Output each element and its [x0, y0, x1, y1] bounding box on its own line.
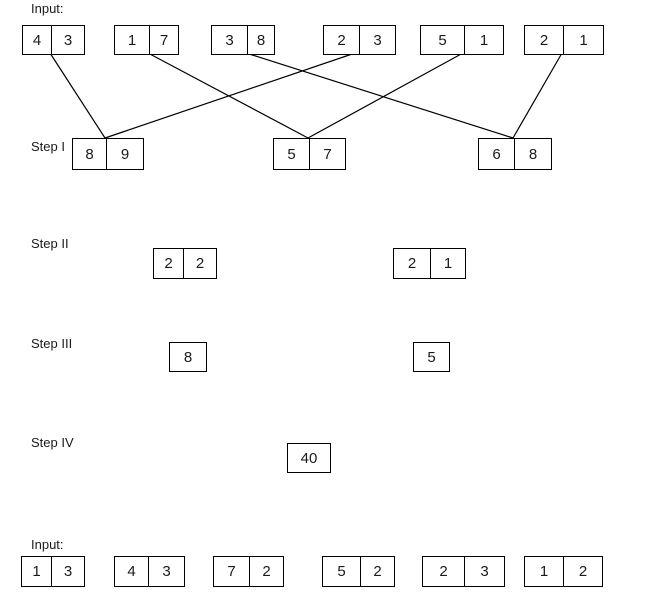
cell-value: 2 — [439, 563, 448, 580]
cell-value: 2 — [563, 557, 602, 586]
cell-value: 2 — [360, 557, 394, 586]
cell-value: 5 — [287, 145, 296, 163]
label-input-top: Input: — [31, 1, 64, 16]
cell-value: 7 — [149, 26, 178, 54]
step3-box-2: 5 — [413, 342, 450, 372]
cell-value: 5 — [337, 563, 346, 580]
cell-value: 2 — [183, 249, 216, 278]
cell-value: 2 — [164, 255, 173, 272]
cell-value: 8 — [247, 26, 274, 54]
cell-value: 1 — [32, 563, 41, 580]
label-step-2: Step II — [31, 236, 69, 251]
cell-value: 2 — [249, 557, 283, 586]
cell-value: 7 — [227, 563, 236, 580]
cell-value: 1 — [539, 563, 549, 580]
cell-value: 40 — [300, 449, 318, 467]
connector-top-input-box-5-to-step1-box-2 — [307, 52, 464, 139]
cell-value: 5 — [438, 31, 447, 49]
cell-value: 2 — [337, 31, 346, 49]
cell-value: 3 — [464, 557, 504, 586]
cell-value: 4 — [127, 563, 136, 580]
cell-value: 1 — [464, 26, 503, 54]
label-step-3: Step III — [31, 336, 73, 351]
cell-value: 2 — [539, 31, 549, 49]
connector-top-input-box-2-to-step1-box-2 — [147, 52, 309, 139]
step3-box-1: 8 — [169, 342, 207, 372]
connector-top-input-box-3-to-step1-box-3 — [245, 52, 514, 139]
cell-value: 3 — [225, 31, 234, 49]
cell-value: 3 — [148, 557, 184, 586]
cell-value: 9 — [106, 139, 143, 169]
cell-value: 8 — [183, 348, 193, 366]
cell-value: 2 — [407, 255, 417, 272]
cell-value: 3 — [51, 557, 84, 586]
label-step-4: Step IV — [31, 435, 74, 450]
connector-top-input-box-6-to-step1-box-3 — [512, 52, 563, 139]
step4-box-1: 40 — [287, 443, 331, 473]
cell-value: 6 — [492, 145, 501, 163]
label-input-bottom: Input: — [31, 537, 64, 552]
cell-value: 8 — [85, 145, 94, 163]
cell-value: 8 — [514, 139, 551, 169]
cell-value: 1 — [430, 249, 465, 278]
label-step-1: Step I — [31, 139, 65, 154]
cell-value: 3 — [51, 26, 84, 54]
connector-top-input-box-1-to-step1-box-1 — [49, 52, 106, 139]
cell-value: 5 — [427, 348, 436, 366]
connector-top-input-box-4-to-step1-box-1 — [104, 51, 359, 139]
cell-value: 4 — [32, 31, 42, 49]
cell-value: 1 — [563, 26, 603, 54]
cell-value: 1 — [127, 31, 137, 49]
cell-value: 3 — [359, 26, 395, 54]
cell-value: 7 — [309, 139, 345, 169]
